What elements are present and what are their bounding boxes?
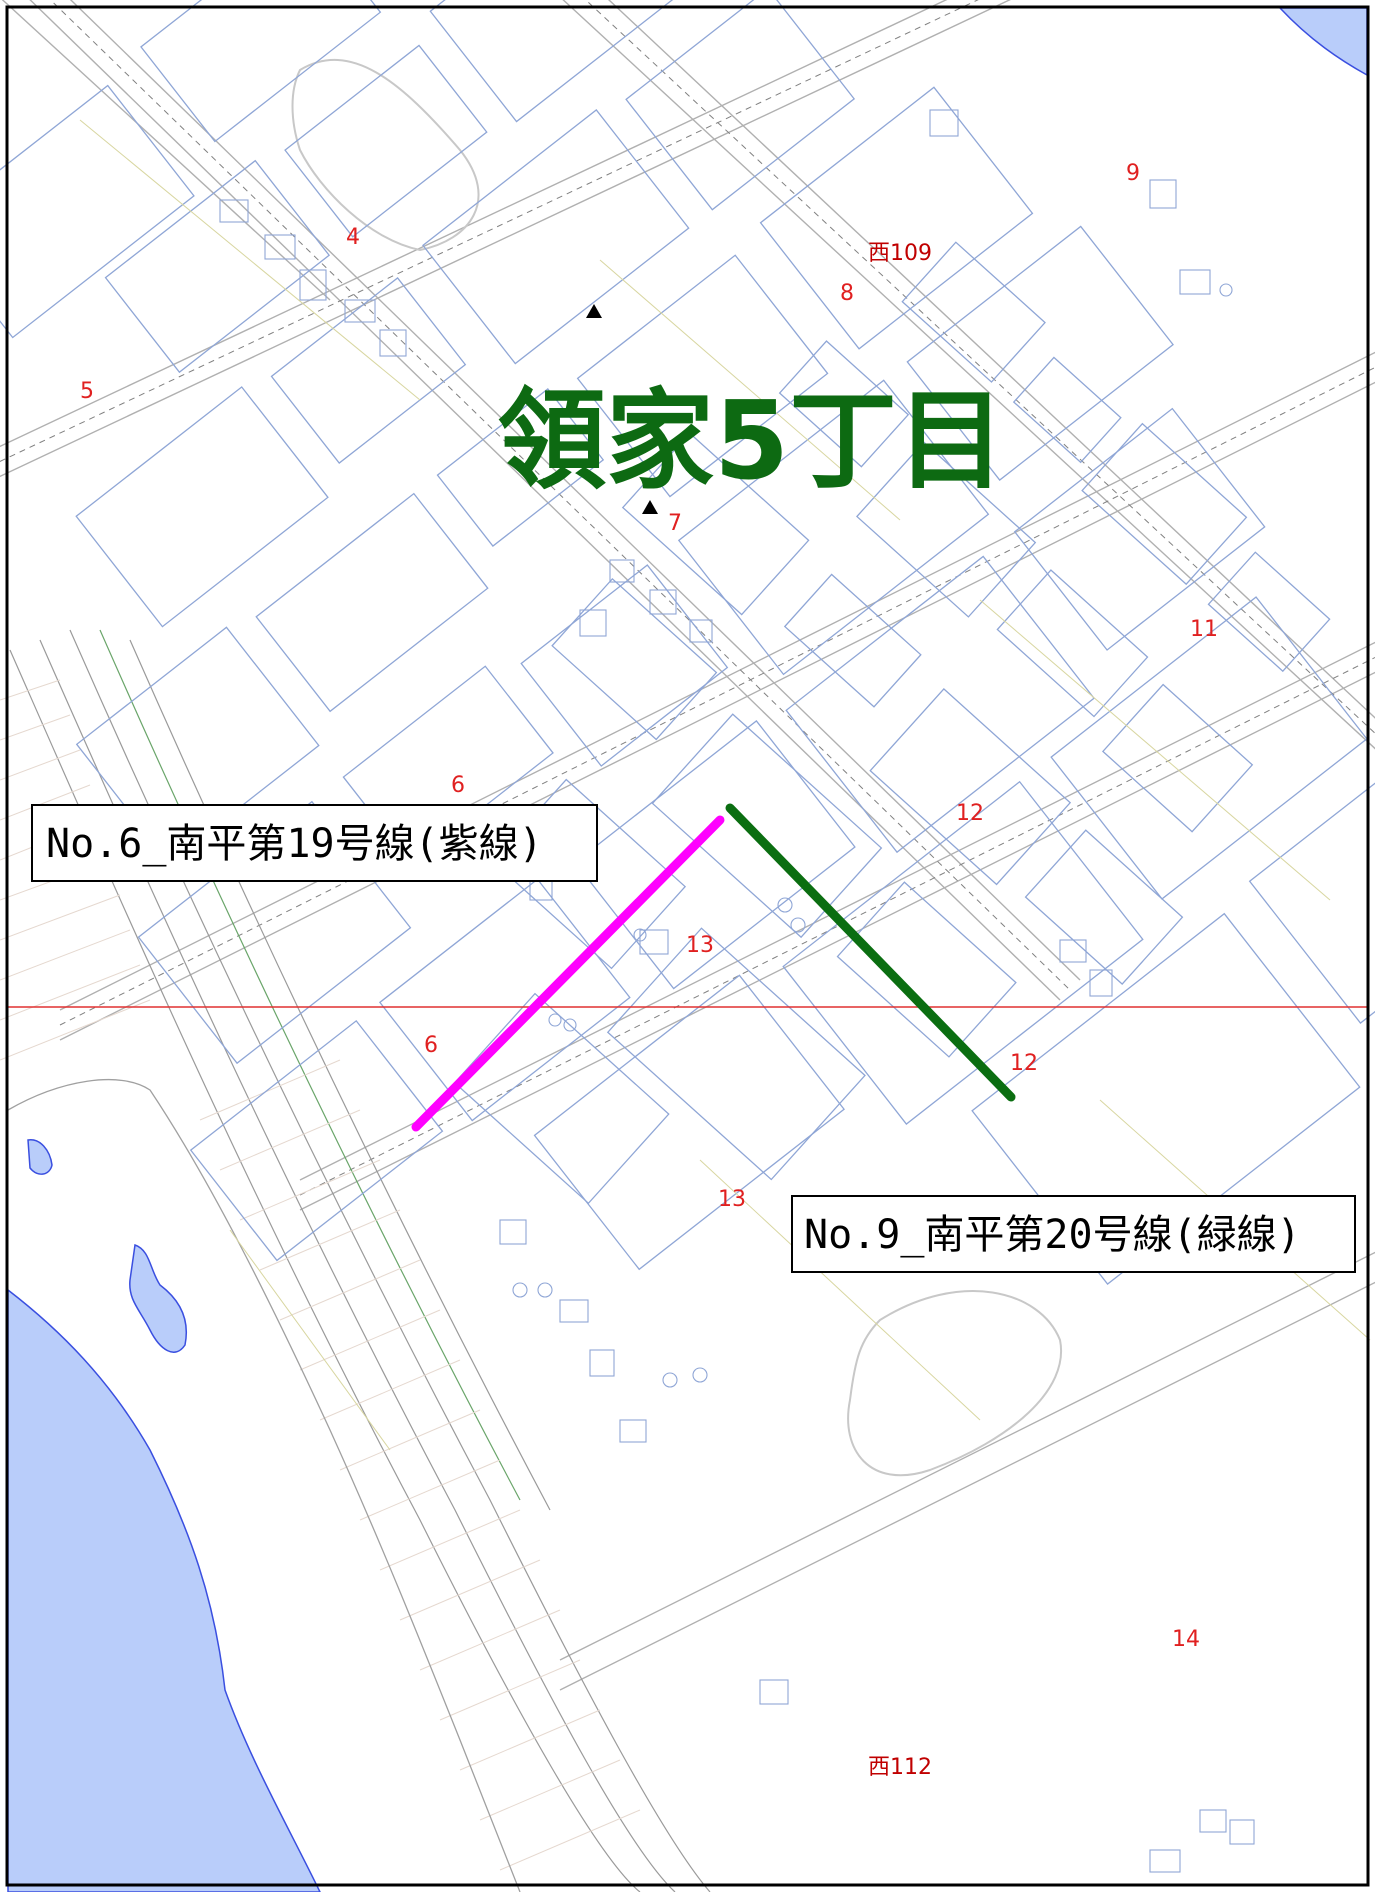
west-lot-label: 西109 <box>868 241 932 266</box>
block-number-11: 11 <box>1190 617 1218 642</box>
route-9-green-line[interactable] <box>725 803 1016 1102</box>
block-number-4: 4 <box>346 225 360 250</box>
river-water <box>7 1288 321 1892</box>
route-9-callout[interactable]: No.9_南平第20号線(緑線) <box>791 1195 1356 1273</box>
block-number-13: 13 <box>686 933 714 958</box>
block-number-6: 6 <box>451 773 465 798</box>
block-number-6: 6 <box>424 1033 438 1058</box>
embankment-hatching <box>0 679 641 1871</box>
pond-water <box>129 1244 187 1353</box>
track-oval-south <box>847 1290 1063 1477</box>
route-6-purple-line[interactable] <box>411 815 725 1132</box>
west-lot-label: 西112 <box>868 1755 932 1780</box>
route-9-label: No.9_南平第20号線(緑線) <box>804 1212 1301 1258</box>
landmark-icon <box>586 304 602 318</box>
lot-lines <box>79 119 1371 1451</box>
block-number-14: 14 <box>1172 1627 1200 1652</box>
route-6-callout[interactable]: No.6_南平第19号線(紫線) <box>31 804 598 882</box>
minor-structures <box>219 109 1255 1873</box>
small-pond <box>27 1139 53 1175</box>
track-oval-north <box>291 59 480 252</box>
block-number-7: 7 <box>668 511 682 536</box>
block-number-13: 13 <box>718 1187 746 1212</box>
block-number-8: 8 <box>840 281 854 306</box>
landmark-icon <box>642 500 658 514</box>
block-number-5: 5 <box>80 379 94 404</box>
map-frame <box>5 5 1370 1887</box>
levee-road <box>7 1079 521 1892</box>
area-title: 領家5丁目 <box>498 379 1005 504</box>
block-number-12: 12 <box>956 801 984 826</box>
block-number-12: 12 <box>1010 1051 1038 1076</box>
block-number-9: 9 <box>1126 161 1140 186</box>
road-centerlines <box>0 0 1375 1196</box>
route-6-label: No.6_南平第19号線(紫線) <box>46 821 543 867</box>
